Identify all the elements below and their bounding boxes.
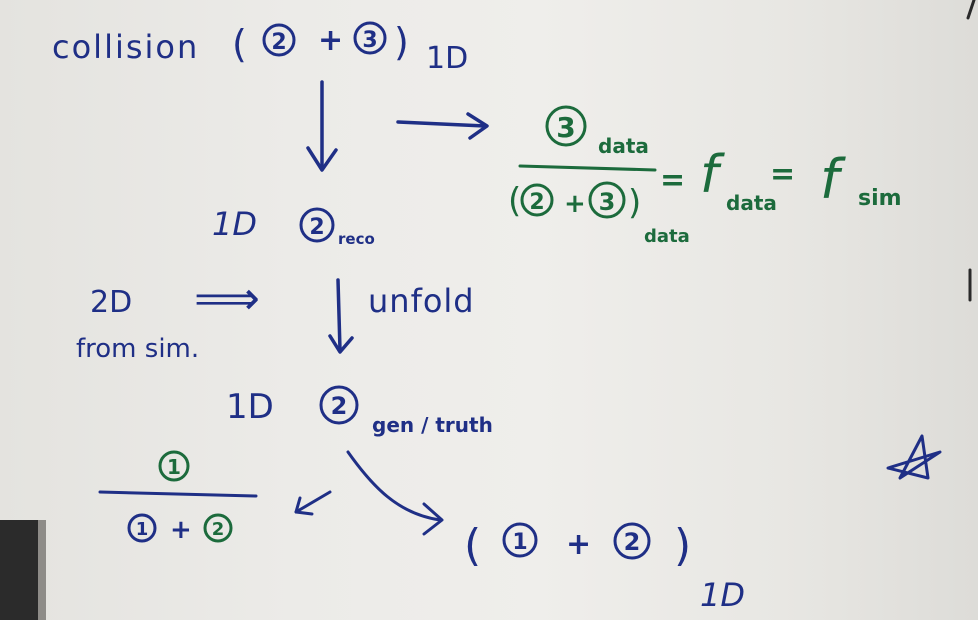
circled-number-ring bbox=[502, 522, 538, 558]
dimension-label: 1D bbox=[212, 205, 257, 243]
dimension-label: 1D bbox=[426, 41, 468, 76]
down-arrow-icon bbox=[328, 278, 354, 354]
plus-sign: + bbox=[170, 515, 192, 545]
gen-line: 1D 2 gen / truth bbox=[226, 385, 493, 437]
circled-number: 3 bbox=[556, 111, 575, 144]
fraction-bar bbox=[518, 164, 657, 172]
edge-mark bbox=[966, 0, 976, 20]
circled-number: 1 bbox=[136, 519, 149, 540]
ratio-expression: 3 data ( 2 + 3 ) data = f data = f sim bbox=[508, 105, 902, 247]
function-symbol: f bbox=[700, 145, 725, 205]
circled-number-ring bbox=[353, 21, 387, 55]
star-doodle-icon bbox=[886, 434, 942, 480]
circled-number-ring bbox=[613, 522, 651, 560]
circled-number-ring bbox=[203, 513, 233, 543]
subscript-label: reco bbox=[338, 230, 375, 248]
board-frame-edge bbox=[38, 520, 46, 620]
subscript-label: sim bbox=[858, 186, 902, 211]
function-symbol: f bbox=[820, 148, 846, 211]
circled-number-ring bbox=[299, 207, 335, 243]
right-arrow-icon bbox=[396, 112, 489, 140]
circled-number-ring bbox=[520, 183, 554, 217]
equals-sign: = bbox=[660, 163, 685, 198]
circled-number: 2 bbox=[331, 392, 348, 420]
circled-number-ring bbox=[158, 450, 190, 482]
dimension-label: 1D bbox=[226, 387, 274, 427]
down-arrow-icon bbox=[306, 80, 338, 172]
circled-number: 1 bbox=[512, 530, 527, 555]
paren-open: ( bbox=[232, 22, 247, 66]
circled-number-ring bbox=[545, 105, 587, 147]
subscript-label: data bbox=[598, 134, 649, 158]
plus-sign: + bbox=[318, 23, 343, 58]
subscript-label: data bbox=[644, 226, 690, 247]
plus-sign: + bbox=[564, 189, 586, 219]
circled-number-ring bbox=[588, 181, 626, 219]
circled-number: 1 bbox=[167, 455, 181, 479]
circled-number: 2 bbox=[624, 528, 641, 556]
bottom-right-expression: ( 1 + 2 ) 1D bbox=[464, 520, 745, 614]
circled-number-ring bbox=[127, 513, 157, 543]
circled-number: 3 bbox=[599, 188, 616, 216]
circled-number-ring bbox=[319, 385, 359, 425]
paren-open: ( bbox=[508, 181, 521, 221]
paren-close: ) bbox=[674, 520, 691, 571]
implies-arrow-icon: ⟹ bbox=[194, 271, 260, 325]
paren-open: ( bbox=[464, 520, 481, 571]
dimension-label: 1D bbox=[700, 576, 745, 614]
circled-number: 2 bbox=[309, 215, 324, 240]
left-arrow-icon bbox=[294, 490, 332, 516]
equals-sign: = bbox=[770, 157, 795, 192]
unfold-line: 2D from sim. ⟹ unfold bbox=[76, 271, 475, 364]
collision-line: collision ( 2 + 3 ) 1D bbox=[52, 20, 468, 76]
paren-close: ) bbox=[394, 20, 409, 64]
board-frame-corner bbox=[0, 520, 38, 620]
from-sim-label: from sim. bbox=[76, 334, 199, 364]
subscript-label: data bbox=[726, 191, 777, 215]
curved-arrow-icon bbox=[346, 450, 444, 536]
plus-sign: + bbox=[566, 527, 591, 562]
circled-number: 3 bbox=[362, 28, 377, 53]
bottom-left-fraction: 1 1 + 2 bbox=[98, 450, 258, 545]
reco-line: 1D 2 reco bbox=[212, 205, 375, 248]
label-2d: 2D bbox=[90, 285, 132, 320]
unfold-label: unfold bbox=[368, 282, 475, 320]
circled-number: 2 bbox=[271, 30, 286, 55]
subscript-label: gen / truth bbox=[372, 413, 493, 437]
circled-number: 2 bbox=[529, 190, 544, 215]
fraction-bar bbox=[98, 490, 258, 498]
collision-word: collision bbox=[52, 28, 199, 66]
circled-number: 2 bbox=[212, 519, 225, 540]
paren-close: ) bbox=[628, 183, 641, 223]
circled-number-ring bbox=[262, 23, 296, 57]
